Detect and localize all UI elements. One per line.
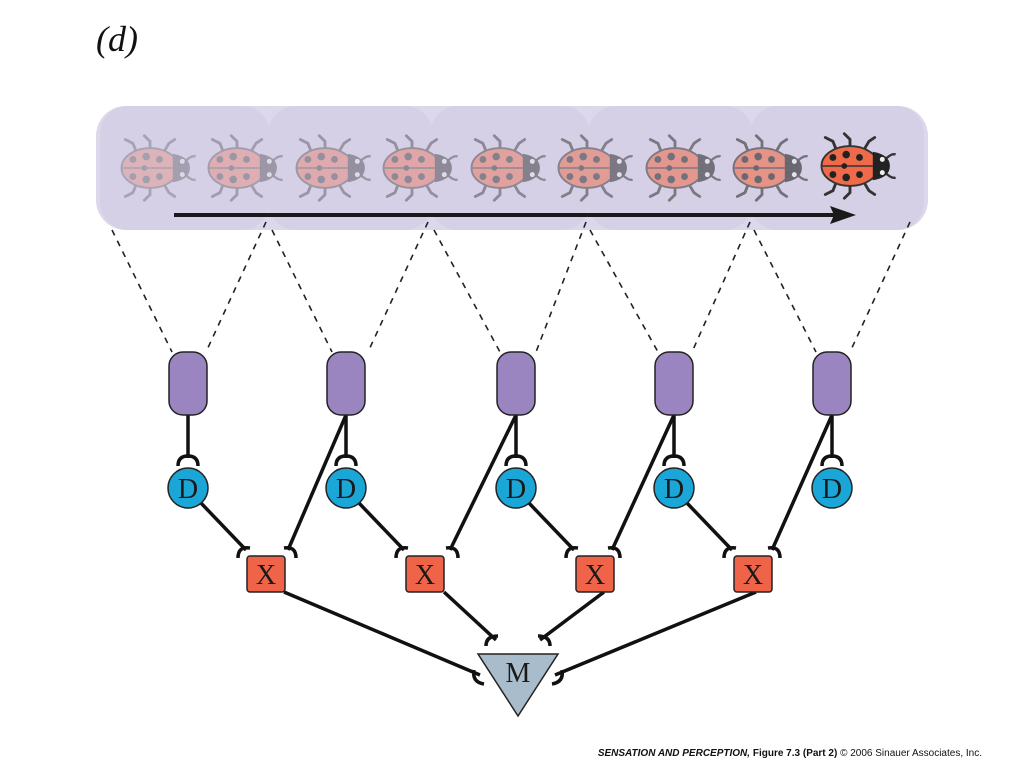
detector-label: D xyxy=(178,474,198,505)
multiplier-label: X xyxy=(415,560,435,591)
arrow-right-icon xyxy=(174,206,856,224)
output-unit: M xyxy=(476,653,560,718)
detector-label: D xyxy=(664,474,684,505)
caption-copyright: © 2006 Sinauer Associates, Inc. xyxy=(840,748,982,759)
multiplier-3: X xyxy=(575,555,615,593)
multiplier-4: X xyxy=(733,555,773,593)
detectors: D D D D D xyxy=(167,467,853,509)
detector-label: D xyxy=(822,474,842,505)
multipliers: X X X X xyxy=(246,555,773,593)
detector-1: D xyxy=(167,467,209,509)
detector-label: D xyxy=(336,474,356,505)
detector-2: D xyxy=(325,467,367,509)
connections xyxy=(186,414,834,677)
receptor-2 xyxy=(326,351,366,416)
detector-3: D xyxy=(495,467,537,509)
multiplier-1: X xyxy=(246,555,286,593)
synapses xyxy=(176,454,844,686)
detector-5: D xyxy=(811,467,853,509)
receptor-1 xyxy=(168,351,208,416)
output-label: M xyxy=(506,658,531,689)
multiplier-label: X xyxy=(585,560,605,591)
caption-title: SENSATION AND PERCEPTION, xyxy=(597,748,751,759)
detector-label: D xyxy=(506,474,526,505)
receptor-3 xyxy=(496,351,536,416)
multiplier-label: X xyxy=(743,560,763,591)
receptor-5 xyxy=(812,351,852,416)
figure-caption: SENSATION AND PERCEPTION, Figure 7.3 (Pa… xyxy=(598,748,982,759)
caption-figure: Figure 7.3 (Part 2) xyxy=(752,748,838,759)
receptors xyxy=(168,351,852,416)
detector-4: D xyxy=(653,467,695,509)
receptor-4 xyxy=(654,351,694,416)
multiplier-label: X xyxy=(256,560,276,591)
panel-label: (d) xyxy=(96,19,138,59)
multiplier-2: X xyxy=(405,555,445,593)
receptive-field-projections xyxy=(111,221,911,353)
